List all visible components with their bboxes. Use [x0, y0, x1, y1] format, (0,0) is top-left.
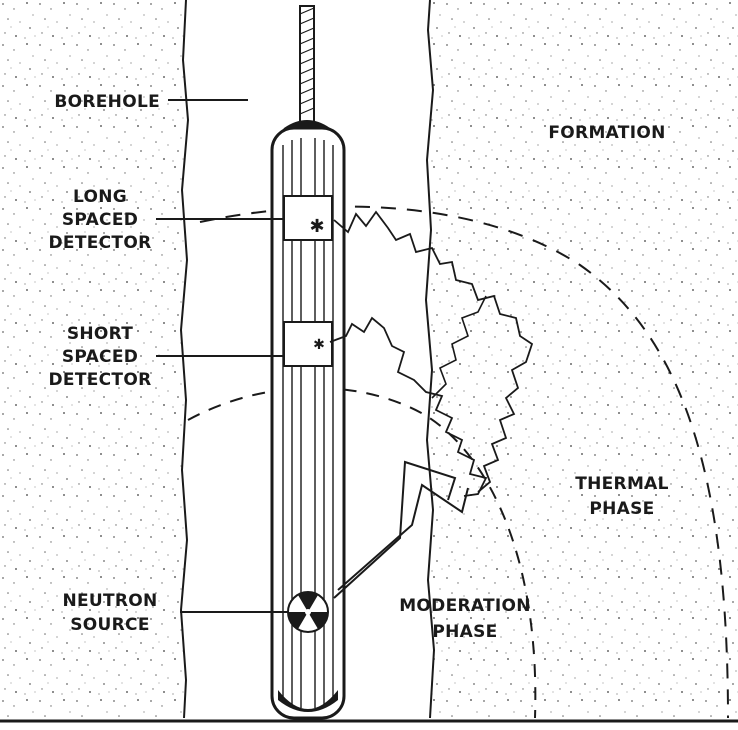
long-spaced-label-line1: LONG [73, 187, 127, 207]
neutron-source-label-line1: NEUTRON [62, 591, 157, 611]
long-spaced-detector [283, 195, 333, 241]
cable-strands [299, 7, 315, 115]
formation-right [426, 0, 738, 718]
short-detector-star-icon: ✱ [313, 337, 325, 353]
formation-label: FORMATION [548, 123, 665, 143]
neutron-path-to-short-detector [329, 316, 488, 497]
long-spaced-label-line3: DETECTOR [49, 233, 152, 253]
trefoil-center [305, 609, 311, 615]
long-spaced-label-line2: SPACED [62, 210, 138, 230]
moderation-phase-label-line1: MODERATION [399, 596, 531, 616]
thermal-phase-label-line1: THERMAL [575, 474, 669, 494]
neutron-path-fast-1 [333, 460, 457, 599]
sonde-nose [278, 690, 338, 712]
moderation-phase-label-line2: PHASE [432, 622, 497, 642]
logging-sonde [270, 126, 346, 720]
borehole-label: BOREHOLE [54, 92, 160, 112]
borehole-wall-right [424, 0, 436, 719]
thermal-phase-label-line2: PHASE [589, 499, 654, 519]
neutron-source-label-line2: SOURCE [70, 615, 149, 635]
short-spaced-label-line3: DETECTOR [49, 370, 152, 390]
short-spaced-label-line2: SPACED [62, 347, 138, 367]
borehole-wall-left [179, 0, 190, 719]
neutron-path-to-long-detector [333, 210, 534, 493]
short-spaced-label-line1: SHORT [67, 324, 133, 344]
neutron-path-branch [431, 295, 487, 399]
neutron-path-fast-2 [337, 483, 469, 591]
formation-left [0, 0, 188, 718]
long-detector-star-icon: ✱ [309, 216, 324, 237]
short-spaced-detector [283, 321, 333, 367]
